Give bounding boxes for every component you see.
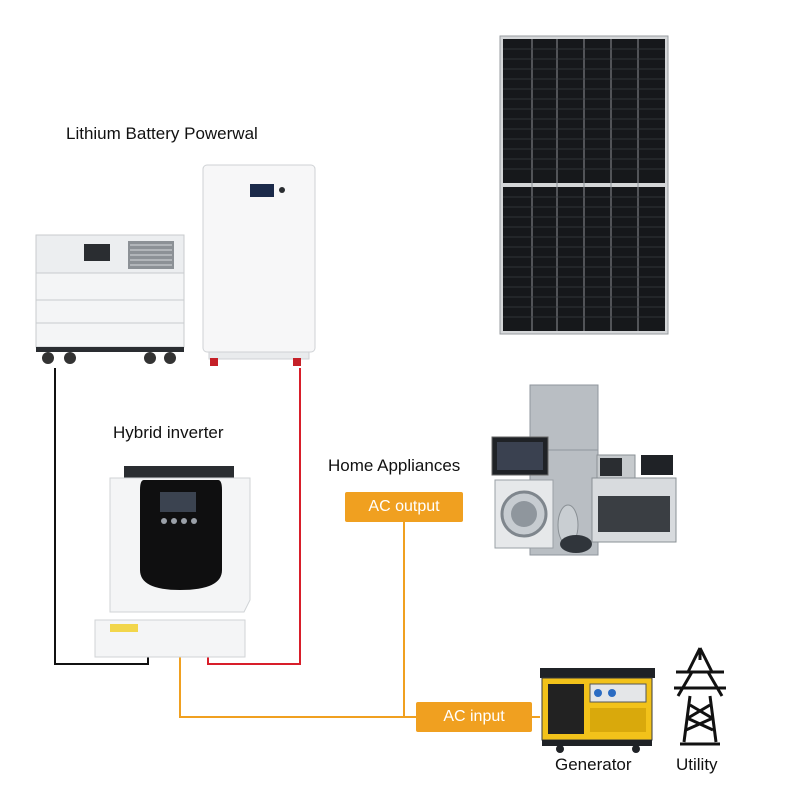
wall-battery	[202, 164, 316, 366]
ac-input-tag: AC input	[416, 702, 532, 732]
inverter-label: Hybrid inverter	[113, 423, 224, 442]
ac-output-tag: AC output	[345, 492, 463, 522]
utility-label: Utility	[676, 755, 718, 774]
stacked-battery	[35, 234, 185, 364]
appliances-group	[491, 384, 677, 556]
utility-pylon-icon	[674, 647, 726, 746]
battery-label: Lithium Battery Powerwal	[66, 124, 258, 143]
generator	[540, 668, 655, 753]
wiring	[54, 368, 540, 718]
solar-panel	[499, 35, 669, 335]
hybrid-inverter	[94, 466, 251, 658]
red-battery-wire	[207, 368, 301, 665]
generator-label: Generator	[555, 755, 632, 774]
black-battery-wire	[54, 368, 149, 665]
appliances-label: Home Appliances	[328, 456, 461, 475]
